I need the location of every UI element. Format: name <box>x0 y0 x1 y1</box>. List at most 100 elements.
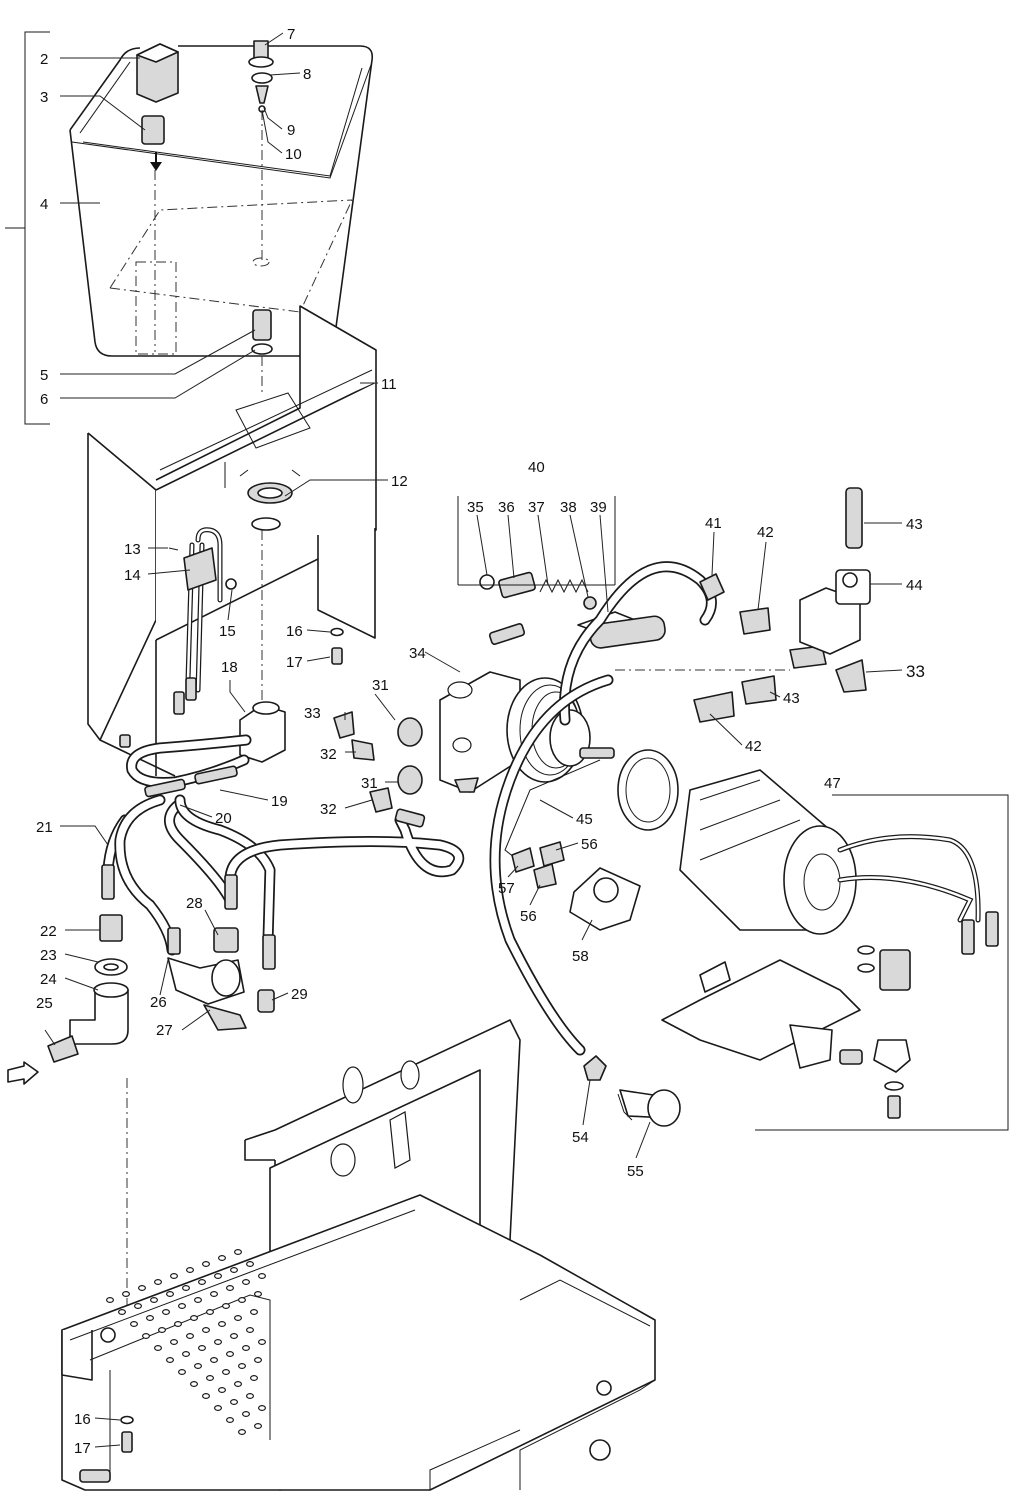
tray-hole <box>166 1290 175 1297</box>
tray-hole <box>210 1356 219 1363</box>
water-inlet-fittings <box>7 914 129 1415</box>
tray-hole <box>214 1272 223 1279</box>
tray-hole <box>202 1392 211 1399</box>
callout-label: 31 <box>361 775 378 792</box>
tray-hole <box>174 1320 183 1327</box>
callout-label: 13 <box>124 541 141 558</box>
tray-hole <box>218 1254 227 1261</box>
callout-label: 36 <box>498 499 515 516</box>
callout-label: 16 <box>74 1411 91 1428</box>
tray-hole <box>230 1332 239 1339</box>
tank-outlet-fitting <box>239 530 286 763</box>
tray-hole <box>238 1296 247 1303</box>
tray-hole <box>190 1380 199 1387</box>
callout-label: 22 <box>40 923 57 940</box>
callout-label: 16 <box>286 623 303 640</box>
tray-hole <box>194 1362 203 1369</box>
tank-group-bracket <box>5 31 50 425</box>
tray-hole <box>121 1290 130 1297</box>
washer-screw-top <box>330 627 344 665</box>
tray-hole <box>258 1272 267 1279</box>
callout-label: 32 <box>320 746 337 763</box>
tray-hole <box>210 1290 219 1297</box>
callout-label: 20 <box>215 810 232 827</box>
callout-label: 33 <box>906 662 925 681</box>
tray-hole <box>178 1302 187 1309</box>
tray-hole <box>254 1422 263 1429</box>
callout-label: 27 <box>156 1022 173 1039</box>
callout-label: 38 <box>560 499 577 516</box>
tray-hole <box>234 1248 243 1255</box>
callout-label: 41 <box>705 515 722 532</box>
callout-label: 55 <box>627 1163 644 1180</box>
tray-hole <box>246 1326 255 1333</box>
tray-hole <box>198 1344 207 1351</box>
water-tank <box>69 45 374 357</box>
callout-label: 56 <box>520 908 537 925</box>
callout-label: 31 <box>372 677 389 694</box>
callout-label: 24 <box>40 971 57 988</box>
callout-label: 10 <box>285 146 302 163</box>
callout-label: 33 <box>304 705 321 722</box>
tray-hole <box>250 1374 259 1381</box>
callout-label: 6 <box>40 391 48 408</box>
callout-label: 47 <box>824 775 841 792</box>
callout-label: 17 <box>286 654 303 671</box>
callout-label: 43 <box>906 516 923 533</box>
tray-hole <box>146 1314 155 1321</box>
tray-hole <box>226 1350 235 1357</box>
tray-hole <box>166 1356 175 1363</box>
tray-hole <box>182 1284 191 1291</box>
tray-hole <box>250 1308 259 1315</box>
tray-hole <box>218 1386 227 1393</box>
callout-label: 54 <box>572 1129 589 1146</box>
tray-hole <box>246 1392 255 1399</box>
tray-hole <box>230 1398 239 1405</box>
callout-label: 32 <box>320 801 337 818</box>
tray-hole <box>134 1302 143 1309</box>
tray-hole <box>138 1284 147 1291</box>
tray-hole <box>150 1296 159 1303</box>
tank-lid-sensor <box>136 43 179 171</box>
tray-hole <box>158 1326 167 1333</box>
callout-label: 8 <box>303 66 311 83</box>
tray-hole <box>234 1314 243 1321</box>
callout-label: 58 <box>572 948 589 965</box>
callout-label: 35 <box>467 499 484 516</box>
tray-hole <box>254 1290 263 1297</box>
tank-hoses <box>101 734 465 970</box>
tray-hole <box>202 1260 211 1267</box>
callout-label: 26 <box>150 994 167 1011</box>
callout-label: 37 <box>528 499 545 516</box>
callout-label: 45 <box>576 811 593 828</box>
tray-hole <box>130 1320 139 1327</box>
callout-label: 40 <box>528 459 545 476</box>
drain-valve-assembly <box>167 927 275 1031</box>
callout-label: 4 <box>40 196 48 213</box>
tray-hole <box>234 1380 243 1387</box>
tray-hole <box>226 1284 235 1291</box>
tray-hole <box>214 1338 223 1345</box>
washer-screw-base <box>120 1415 134 1453</box>
bypass-valve-assembly <box>457 496 666 649</box>
callout-label: 43 <box>783 690 800 707</box>
tray-hole <box>154 1344 163 1351</box>
tray-hole <box>186 1266 195 1273</box>
tray-hole <box>117 1308 126 1315</box>
callout-label: 42 <box>757 524 774 541</box>
tray-hole <box>258 1338 267 1345</box>
drain-knob <box>583 1055 681 1127</box>
tray-hole <box>214 1404 223 1411</box>
tray-hole <box>238 1428 247 1435</box>
tray-hole <box>154 1278 163 1285</box>
pump-outlet-pipe <box>489 674 641 1056</box>
level-sensor-bracket <box>168 527 237 715</box>
callout-label: 17 <box>74 1440 91 1457</box>
tray-hole <box>105 1296 114 1303</box>
tray-hole <box>162 1308 171 1315</box>
tray-hole <box>242 1278 251 1285</box>
tray-hole <box>170 1338 179 1345</box>
tray-hole <box>246 1260 255 1267</box>
callout-labels: 2 3 4 5 6 7 8 9 10 11 12 13 14 15 16 17 … <box>36 26 925 1457</box>
